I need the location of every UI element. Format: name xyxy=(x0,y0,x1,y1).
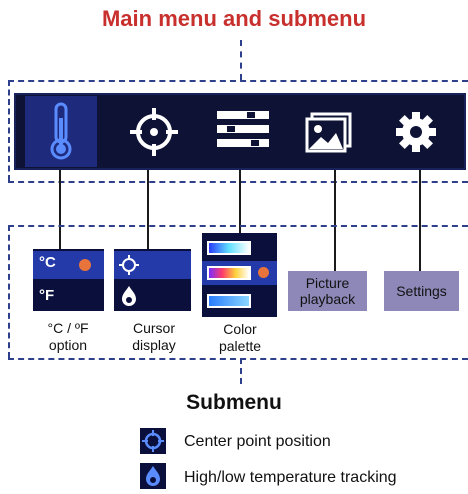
thermometer-icon xyxy=(50,102,72,160)
menu-frame-left xyxy=(8,80,10,181)
menu-item-temperature[interactable] xyxy=(25,96,97,167)
menu-item-palette[interactable] xyxy=(207,96,279,167)
flame-icon xyxy=(146,466,160,486)
submenu-frame-bottom xyxy=(8,358,468,360)
menu-item-picture[interactable] xyxy=(296,96,368,167)
legend-icon-tracking xyxy=(140,463,166,489)
submenu-connector xyxy=(240,358,242,384)
settings-box: Settings xyxy=(384,271,459,311)
palette-swatch-3 xyxy=(207,294,251,308)
gear-icon xyxy=(396,112,436,152)
selected-indicator xyxy=(258,267,269,278)
selected-indicator xyxy=(79,259,91,271)
connector-cursor xyxy=(147,170,149,250)
connector-picture xyxy=(334,170,336,271)
palette-caption: Color palette xyxy=(218,321,262,354)
cursor-submenu-thumb xyxy=(114,249,191,311)
flame-icon xyxy=(122,286,136,306)
submenu-title: Submenu xyxy=(186,391,282,414)
connector-settings xyxy=(419,170,421,271)
submenu-frame-top xyxy=(8,225,468,227)
title-connector xyxy=(240,40,242,80)
palette-swatch-1 xyxy=(207,241,251,255)
palette-swatch-2 xyxy=(207,266,251,280)
menu-item-settings[interactable] xyxy=(380,96,452,167)
cursor-caption: Cursor display xyxy=(132,320,176,353)
menu-item-cursor[interactable] xyxy=(118,96,190,167)
color-palette-icon xyxy=(217,111,269,147)
fahrenheit-label: °F xyxy=(39,287,55,304)
celsius-label: °C xyxy=(39,254,56,271)
legend-center-text: Center point position xyxy=(184,433,331,450)
connector-palette xyxy=(239,170,241,233)
unit-caption: °C / ºF option xyxy=(47,320,89,353)
unit-submenu-thumb: °C °F xyxy=(33,249,104,311)
connector-temperature xyxy=(59,170,61,250)
crosshair-icon xyxy=(119,255,139,275)
submenu-frame-left xyxy=(8,225,10,358)
picture-icon xyxy=(305,112,352,153)
legend-tracking-text: High/low temperature tracking xyxy=(184,469,397,486)
legend-icon-center xyxy=(140,428,166,454)
crosshair-icon xyxy=(130,108,178,156)
palette-submenu-thumb xyxy=(202,233,277,317)
main-title: Main menu and submenu xyxy=(101,6,367,31)
menu-frame-bottom xyxy=(8,181,468,183)
picture-playback-box: Picture playback xyxy=(288,271,367,311)
menu-frame-top xyxy=(8,80,468,82)
crosshair-icon xyxy=(142,430,164,452)
